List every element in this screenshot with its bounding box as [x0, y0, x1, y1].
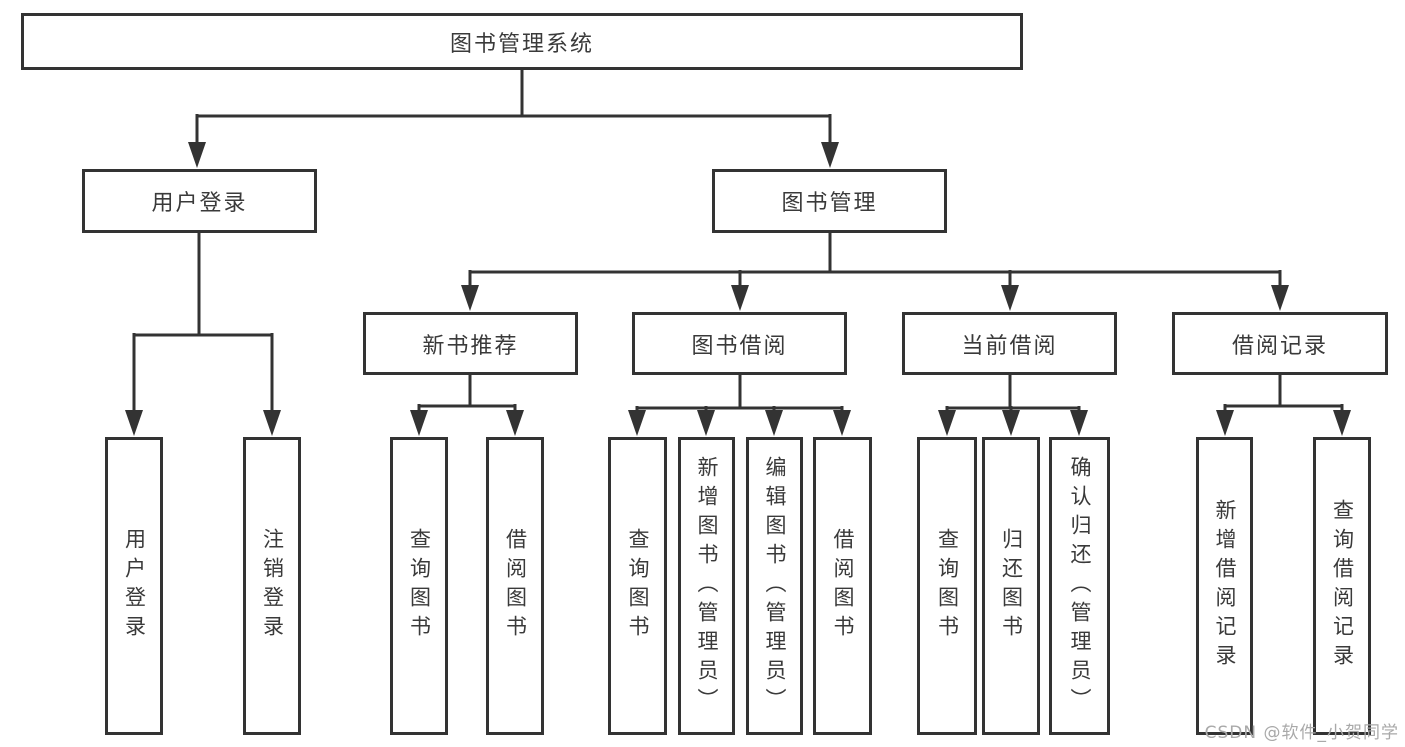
arrowhead-icon [938, 410, 956, 436]
leaf-borrow-add-books-admin-label: 新增图书（管理员） [695, 455, 719, 717]
arrowhead-icon [1216, 410, 1234, 436]
node-book-borrow: 图书借阅 [632, 312, 847, 375]
leaf-current-query-books-label: 查询图书 [935, 528, 960, 644]
node-current-borrow-label: 当前借阅 [961, 333, 1058, 359]
node-book-borrow-label: 图书借阅 [691, 333, 788, 359]
arrowhead-icon [833, 410, 851, 436]
node-new-book-recommend: 新书推荐 [363, 312, 578, 375]
leaf-recommend-query-books-label: 查询图书 [407, 528, 432, 644]
arrowhead-icon [1001, 285, 1019, 311]
arrowhead-icon [731, 285, 749, 311]
arrowhead-icon [697, 410, 715, 436]
leaf-recommend-borrow-books-label: 借阅图书 [503, 528, 528, 644]
node-user-login-label: 用户登录 [151, 191, 248, 216]
leaf-borrow-borrow-books-label: 借阅图书 [831, 528, 855, 644]
leaf-records-add-record: 新增借阅记录 [1196, 437, 1253, 735]
leaf-records-query-record: 查询借阅记录 [1313, 437, 1371, 735]
leaf-records-add-record-label: 新增借阅记录 [1213, 499, 1237, 673]
arrowheads [125, 142, 1351, 436]
arrowhead-icon [188, 142, 206, 168]
leaf-recommend-query-books: 查询图书 [390, 437, 448, 735]
edge-new-book-recommend-to-leaves [417, 375, 517, 412]
leaf-user-login-label: 用户登录 [122, 528, 147, 644]
arrowhead-icon [461, 285, 479, 311]
edge-user-login-to-leaves [132, 233, 274, 412]
arrowhead-icon [1271, 285, 1289, 311]
edge-book-management-to-level3 [468, 233, 1282, 287]
leaf-borrow-query-books: 查询图书 [608, 437, 667, 735]
node-current-borrow: 当前借阅 [902, 312, 1117, 375]
leaf-logout: 注销登录 [243, 437, 301, 735]
edge-borrow-records-to-leaves [1223, 375, 1344, 412]
leaf-current-return-books-label: 归还图书 [999, 528, 1024, 644]
arrowhead-icon [410, 410, 428, 436]
leaf-logout-label: 注销登录 [260, 528, 285, 644]
leaf-current-confirm-return-admin: 确认归还（管理员） [1049, 437, 1110, 735]
edge-current-borrow-to-leaves [945, 375, 1081, 412]
leaf-user-login: 用户登录 [105, 437, 163, 735]
node-user-login: 用户登录 [82, 169, 317, 233]
watermark: CSDN @软件_小贺同学 [1204, 723, 1399, 743]
node-book-management-label: 图书管理 [781, 191, 878, 216]
arrowhead-icon [1002, 410, 1020, 436]
leaf-borrow-edit-books-admin-label: 编辑图书（管理员） [763, 455, 787, 717]
arrowhead-icon [821, 142, 839, 168]
edge-book-borrow-to-leaves [635, 375, 844, 412]
leaf-records-query-record-label: 查询借阅记录 [1330, 499, 1355, 673]
edge-root-to-level2 [195, 70, 832, 144]
arrowhead-icon [263, 410, 281, 436]
leaf-current-return-books: 归还图书 [982, 437, 1040, 735]
leaf-borrow-borrow-books: 借阅图书 [813, 437, 872, 735]
node-book-management: 图书管理 [712, 169, 947, 233]
leaf-borrow-edit-books-admin: 编辑图书（管理员） [746, 437, 803, 735]
leaf-current-query-books: 查询图书 [917, 437, 977, 735]
arrowhead-icon [628, 410, 646, 436]
leaf-recommend-borrow-books: 借阅图书 [486, 437, 544, 735]
node-borrow-records-label: 借阅记录 [1231, 333, 1328, 359]
node-new-book-recommend-label: 新书推荐 [422, 333, 519, 359]
leaf-borrow-add-books-admin: 新增图书（管理员） [678, 437, 735, 735]
arrowhead-icon [1333, 410, 1351, 436]
node-borrow-records: 借阅记录 [1172, 312, 1388, 375]
arrowhead-icon [125, 410, 143, 436]
node-root: 图书管理系统 [21, 13, 1023, 70]
arrowhead-icon [765, 410, 783, 436]
leaf-borrow-query-books-label: 查询图书 [626, 528, 650, 644]
arrowhead-icon [1070, 410, 1088, 436]
arrowhead-icon [506, 410, 524, 436]
node-root-label: 图书管理系统 [449, 31, 594, 57]
leaf-current-confirm-return-admin-label: 确认归还（管理员） [1068, 455, 1092, 717]
